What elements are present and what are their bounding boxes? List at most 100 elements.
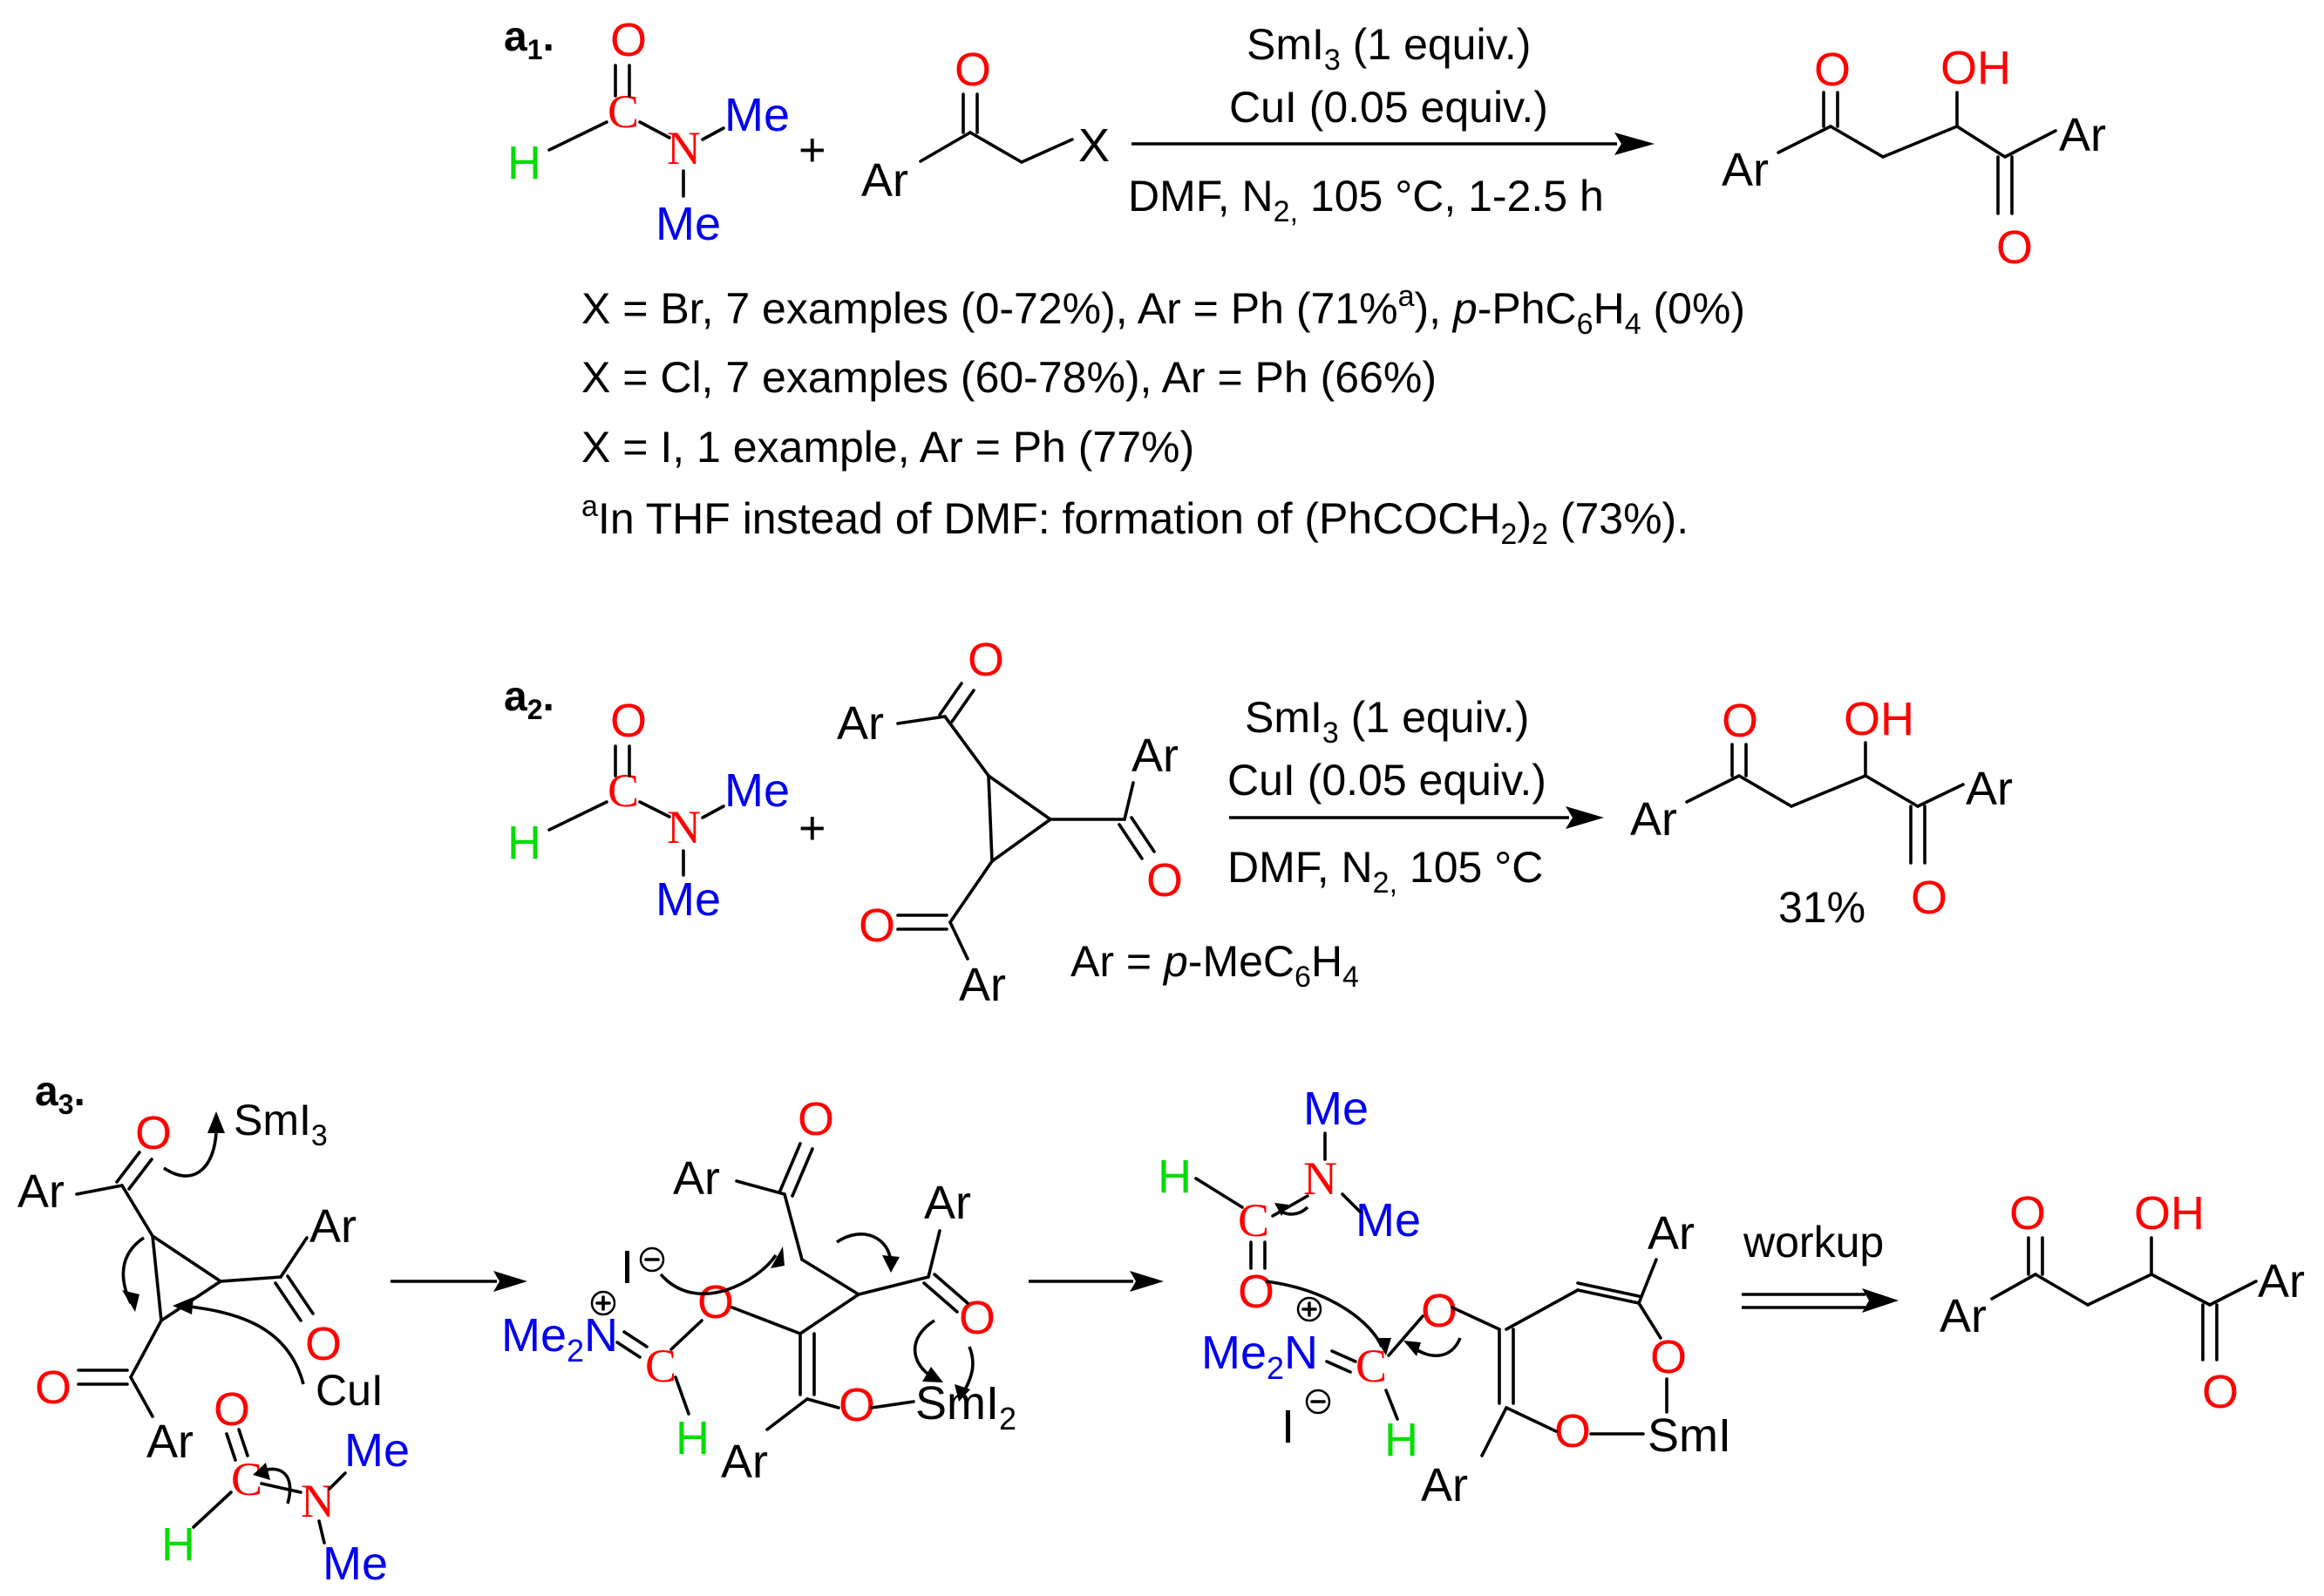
condition-cui-a1: CuI (0.05 equiv.) <box>1229 83 1548 132</box>
panel-a3: a3. O SmI3 Ar Ar O O Ar CuI O C <box>17 1069 2305 1590</box>
condition-smi3-a1: SmI3 (1 equiv.) <box>1247 20 1531 77</box>
dmf-methyl-1: Me <box>724 764 790 817</box>
mechanism-structure-3: Me H N Me C O Me2N I C H O Ar O O SmI <box>1158 1083 1731 1511</box>
plus-sign-a1: + <box>798 124 826 176</box>
struct1-dmf-methyl-1: Me <box>344 1424 410 1477</box>
cyclopropane-aryl-2: Ar <box>1131 730 1179 782</box>
dmf-nitrogen: N <box>667 122 701 174</box>
workup-label: workup <box>1743 1218 1884 1267</box>
struct2-hydrogen: H <box>676 1412 710 1464</box>
struct2-oxygen-3: O <box>839 1379 875 1431</box>
product-ketone-oxygen: O <box>1814 44 1851 96</box>
condition-solvent-a1: DMF, N2, 105 °C, 1-2.5 h <box>1128 172 1604 228</box>
struct3-iodide: I <box>1281 1401 1295 1453</box>
struct3-hydrogen: H <box>1384 1414 1418 1466</box>
product-ketone-oxygen: O <box>1722 695 1758 747</box>
mechanism-structure-2: O Ar Ar O I Me2N C H O Ar O SmI2 <box>501 1093 1016 1488</box>
reaction-arrow-a2 <box>1229 806 1604 829</box>
panel-a1: a1. O C H N Me Me + O Ar X <box>504 14 2106 551</box>
condition-solvent-a2: DMF, N2, 105 °C <box>1227 843 1543 900</box>
yield-a2: 31% <box>1778 883 1865 932</box>
struct2-aryl-1: Ar <box>673 1152 720 1205</box>
cyclopropane-oxygen-3: O <box>859 900 895 952</box>
panel-a2: a2. O C H N Me Me + O Ar Ar O O Ar <box>504 634 2013 1011</box>
struct1-oxygen-3: O <box>35 1362 71 1414</box>
cyclopropane-oxygen-2: O <box>1146 854 1183 907</box>
struct1-aryl-1: Ar <box>17 1165 65 1218</box>
plus-sign-a2: + <box>798 802 826 854</box>
dmf-methyl-1: Me <box>724 89 790 141</box>
struct2-aryl-2: Ar <box>924 1177 971 1229</box>
haloketone-molecule: O Ar X <box>861 44 1110 207</box>
mechanism-arrow-1 <box>391 1271 527 1292</box>
dmf-hydrogen: H <box>507 137 541 189</box>
struct3-enol-oxygen: O <box>1421 1285 1458 1337</box>
struct2-enol-oxygen: O <box>697 1276 734 1328</box>
struct1-dmf-carbon: C <box>231 1453 262 1505</box>
struct2-aryl-3: Ar <box>721 1436 768 1488</box>
condition-cui-a2: CuI (0.05 equiv.) <box>1227 756 1546 805</box>
condition-smi3-a2: SmI3 (1 equiv.) <box>1245 693 1529 750</box>
dmf-oxygen: O <box>610 695 647 747</box>
note-footnote-thf: aIn THF instead of DMF: formation of (Ph… <box>581 490 1689 551</box>
final-aryl-1: Ar <box>1940 1290 1987 1342</box>
dmf-molecule-a1: O C H N Me Me <box>507 14 790 250</box>
final-ester-oxygen: O <box>2202 1366 2239 1418</box>
struct2-iodide: I <box>621 1241 634 1294</box>
final-ketone-oxygen: O <box>2009 1187 2046 1239</box>
struct3-oxygen-ring-2: O <box>1554 1405 1591 1457</box>
product-hydroxyl: OH <box>1940 42 2011 94</box>
dmf-hydrogen: H <box>507 817 541 869</box>
aryl-definition-a2: Ar = p-MeC6H4 <box>1070 937 1359 994</box>
reaction-arrow-a1 <box>1131 132 1655 155</box>
product-aryl-1: Ar <box>1630 793 1677 846</box>
dmf-oxygen: O <box>610 14 647 66</box>
struct3-dmf-methyl-1: Me <box>1303 1083 1369 1135</box>
note-iodide: X = I, 1 example, Ar = Ph (77%) <box>581 423 1194 472</box>
struct3-dmf-carbon: C <box>1238 1194 1269 1246</box>
cyclopropane-molecule-a2: O Ar Ar O O Ar <box>837 634 1183 1011</box>
note-bromide: X = Br, 7 examples (0-72%), Ar = Ph (71%… <box>581 280 1745 341</box>
cyclopropane-aryl-3: Ar <box>959 959 1006 1011</box>
struct3-aryl-1: Ar <box>1648 1207 1695 1260</box>
struct3-dmf-oxygen: O <box>1238 1266 1274 1318</box>
dmf-methyl-2: Me <box>656 873 721 926</box>
dmf-carbon: C <box>608 764 639 817</box>
haloketone-oxygen: O <box>955 44 991 96</box>
struct3-dmf-hydrogen: H <box>1158 1151 1192 1203</box>
haloketone-aryl: Ar <box>861 154 908 207</box>
struct1-oxygen-2: O <box>305 1318 342 1370</box>
struct1-aryl-3: Ar <box>146 1416 194 1468</box>
product-hydroxyl: OH <box>1844 693 1914 745</box>
struct1-dmf-hydrogen: H <box>161 1518 195 1571</box>
product-aryl-2: Ar <box>1966 763 2013 815</box>
dmf-nitrogen: N <box>667 801 701 853</box>
product-molecule-a2: O OH Ar Ar O <box>1630 693 2013 924</box>
struct3-aryl-2: Ar <box>1421 1459 1468 1511</box>
final-product-a3: O OH Ar Ar O <box>1940 1187 2305 1418</box>
final-hydroxyl: OH <box>2134 1187 2205 1239</box>
product-ester-oxygen: O <box>1996 221 2033 274</box>
final-aryl-2: Ar <box>2258 1255 2305 1307</box>
smi3-label: SmI3 <box>234 1096 328 1152</box>
panel-a3-label: a3. <box>35 1069 85 1120</box>
struct2-iminium: Me2N <box>501 1309 618 1368</box>
halogen-x: X <box>1078 119 1110 172</box>
struct3-oxygen-ring-1: O <box>1650 1331 1687 1383</box>
struct1-dmf-oxygen: O <box>214 1383 250 1436</box>
struct3-dmf-methyl-2: Me <box>1356 1194 1421 1246</box>
dmf-molecule-a2: O C H N Me Me <box>507 695 790 926</box>
cui-label: CuI <box>316 1366 384 1415</box>
mechanism-arrow-2 <box>1029 1271 1164 1292</box>
note-chloride: X = Cl, 7 examples (60-78%), Ar = Ph (66… <box>581 353 1437 402</box>
struct2-oxygen-1: O <box>798 1093 834 1145</box>
panel-a2-label: a2. <box>504 674 554 725</box>
struct1-dmf-methyl-2: Me <box>323 1538 388 1590</box>
cyclopropane-oxygen-1: O <box>968 634 1004 686</box>
struct1-dmf-nitrogen: N <box>301 1475 335 1527</box>
cyclopropane-aryl-1: Ar <box>837 697 884 750</box>
product-ester-oxygen: O <box>1911 872 1947 924</box>
product-aryl-2: Ar <box>2059 109 2106 161</box>
struct1-aryl-2: Ar <box>309 1200 357 1253</box>
